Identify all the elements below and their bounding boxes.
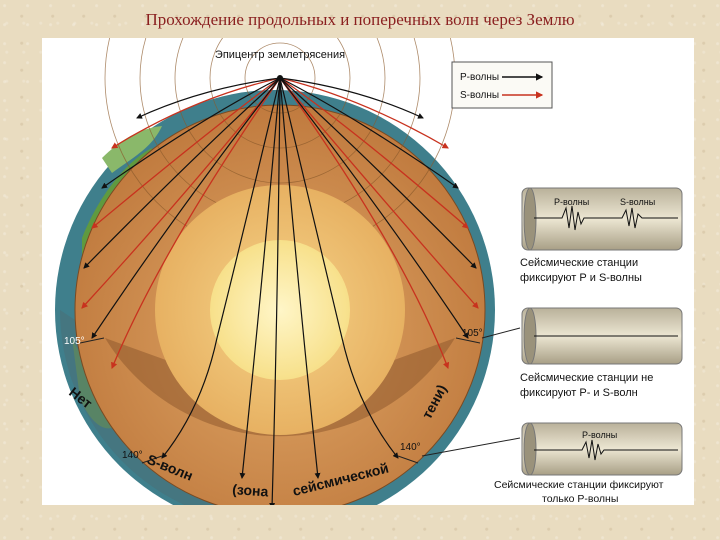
angle-label-140-right: 140° bbox=[400, 442, 421, 453]
shadow-word-3: (зона bbox=[232, 481, 269, 499]
angle-lines bbox=[79, 327, 521, 464]
seismograph-2: Сейсмические станции не фиксируют Р- и S… bbox=[520, 307, 683, 399]
legend: Р-волны S-волны bbox=[451, 61, 553, 109]
station-3-p-label: Р-волны bbox=[582, 430, 617, 440]
legend-p-label: Р-волны bbox=[460, 72, 499, 83]
station-2-caption-line1: Сейсмические станции не bbox=[520, 372, 653, 384]
station-1-s-label: S-волны bbox=[620, 197, 655, 207]
slide-title: Прохождение продольных и поперечных волн… bbox=[145, 10, 575, 29]
seismograph-3: Р-волны Сейсмические станции фиксируют т… bbox=[494, 422, 683, 505]
earth-cross-section bbox=[74, 38, 486, 505]
legend-s-label: S-волны bbox=[460, 90, 499, 101]
earth-waves-figure: Эпицентр землетрясения 105° 105° 140° 14… bbox=[42, 38, 694, 505]
p-wave-rays bbox=[83, 77, 477, 505]
angle-label-105-left: 105° bbox=[64, 336, 85, 347]
station-3-caption-line2: только Р-волны bbox=[542, 493, 618, 505]
epicenter-dot bbox=[277, 75, 283, 81]
station-1-caption-line2: фиксируют Р и S-волны bbox=[520, 272, 642, 284]
station-3-caption-line1: Сейсмические станции фиксируют bbox=[494, 479, 664, 491]
angle-label-105-right: 105° bbox=[462, 328, 483, 339]
angle-label-140-left: 140° bbox=[122, 450, 143, 461]
station-1-p-label: Р-волны bbox=[554, 197, 589, 207]
earth-diagram: Эпицентр землетрясения 105° 105° 140° 14… bbox=[55, 38, 683, 505]
seismograph-1: Р-волны S-волны Сейсмические станции фик… bbox=[520, 187, 683, 284]
s-wave-rays bbox=[81, 77, 479, 370]
station-2-caption-line2: фиксируют Р- и S-волн bbox=[520, 387, 638, 399]
station-1-caption-line1: Сейсмические станции bbox=[520, 257, 638, 269]
epicenter-label: Эпицентр землетрясения bbox=[215, 49, 345, 61]
